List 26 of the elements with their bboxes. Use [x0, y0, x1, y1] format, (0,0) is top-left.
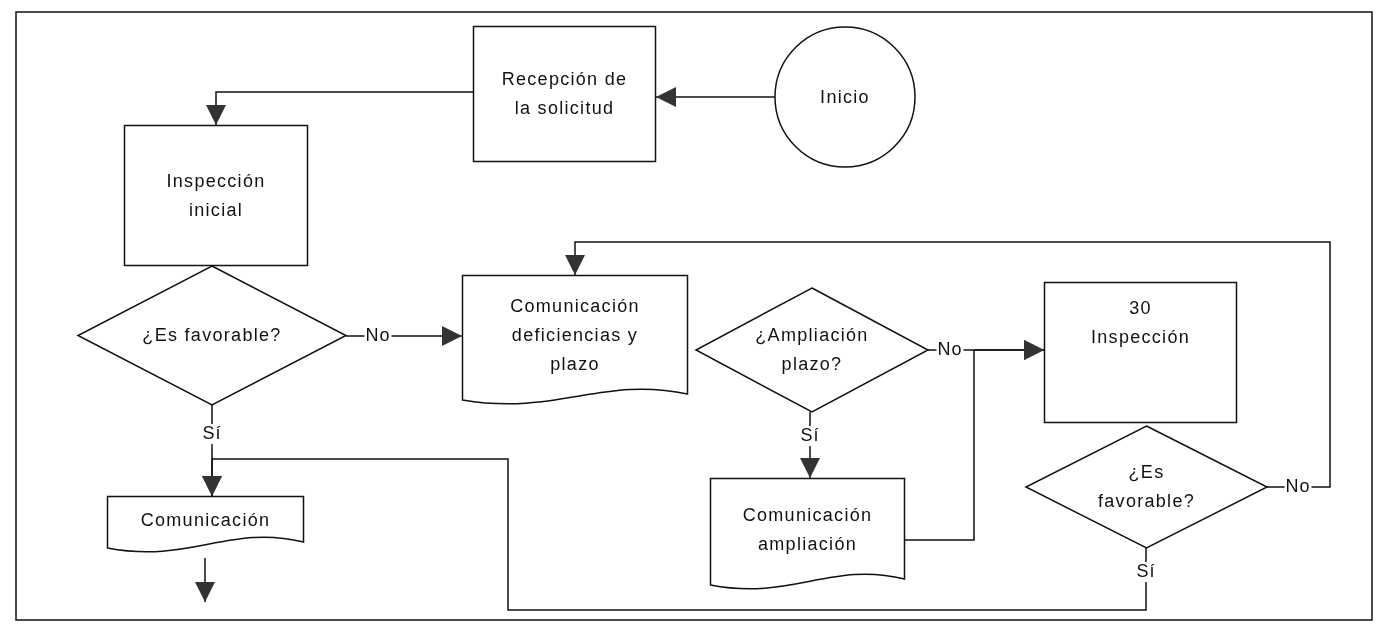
decision-diamond — [1026, 426, 1267, 548]
start-circle — [775, 27, 915, 167]
node-label: Recepción de la solicitud — [500, 68, 629, 120]
process-box — [473, 26, 656, 162]
node-label: ¿Es favorable? — [1096, 461, 1197, 513]
node-label: Comunicación — [140, 508, 271, 532]
process-box — [1044, 282, 1237, 423]
decision-diamond — [696, 288, 928, 412]
arrow — [565, 241, 1331, 488]
process-box — [124, 125, 308, 266]
node-label: ¿Es favorable? — [142, 324, 282, 348]
node-label: Inicio — [820, 85, 870, 109]
arrow — [206, 91, 474, 126]
arrow — [655, 87, 776, 107]
node-label: Comunicación ampliación — [741, 503, 874, 556]
edge-label: Sí — [201, 424, 223, 444]
arrow — [904, 340, 1045, 541]
decision-diamond — [78, 266, 346, 405]
node-label: ¿Ampliación plazo? — [754, 324, 870, 376]
edge-label: Sí — [1135, 562, 1157, 582]
node-label: Comunicación deficiencias y plazo — [509, 295, 641, 376]
arrow — [202, 458, 1147, 611]
edge-label: Sí — [799, 426, 821, 446]
node-label: 30 Inspección — [1089, 297, 1192, 349]
node-label: Inspección inicial — [165, 169, 267, 222]
arrow — [195, 557, 215, 603]
